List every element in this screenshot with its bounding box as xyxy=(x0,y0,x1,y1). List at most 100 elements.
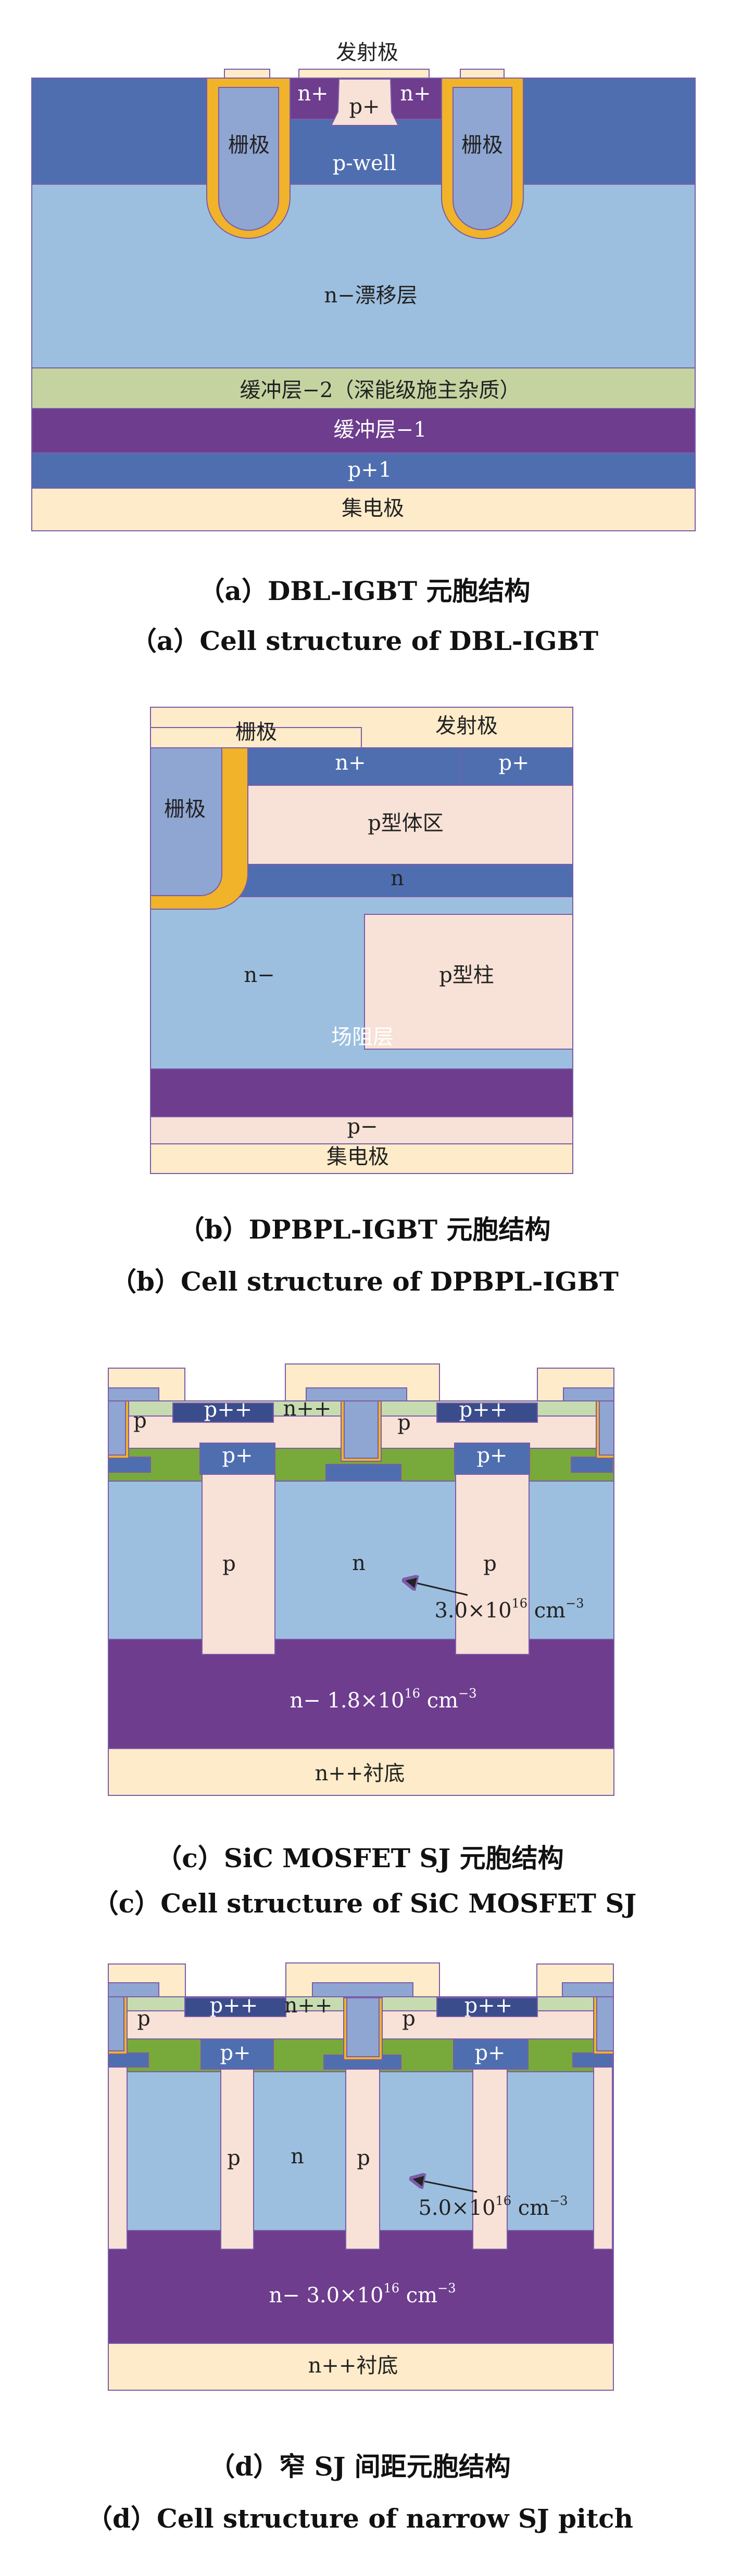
n-minus-layer xyxy=(108,1639,614,1749)
n-label: n xyxy=(291,2145,304,2169)
caption-b-cn: （b）DPBPL-IGBT 元胞结构 xyxy=(179,1214,551,1245)
gate-poly-right xyxy=(562,1982,614,1997)
emitter-label: 发射极 xyxy=(435,714,498,738)
caption-d-en: （d）Cell structure of narrow SJ pitch xyxy=(86,2503,633,2534)
p-plus-label: p+ xyxy=(349,95,380,119)
panel-a-dbl-igbt: 发射极 栅极 栅极 n+ p+ n+ p-well n−漂移层 缓冲层−2（深能… xyxy=(31,41,696,656)
p-plus-plus-left xyxy=(184,1997,286,2017)
panel-d-narrow-sj-pitch: p p++ n++ p p++ p+ p+ p n p 5.0×1016 cm−… xyxy=(86,1962,633,2534)
gate-poly-center xyxy=(312,1982,413,1997)
collector-label: 集电极 xyxy=(342,496,404,520)
p-plus-plus-left xyxy=(172,1402,274,1423)
arrow-annotation xyxy=(412,2179,477,2193)
trench-gate-right xyxy=(453,87,512,231)
trench-gate-left xyxy=(218,87,279,231)
buffer-2-label: 缓冲层−2（深能级施主杂质） xyxy=(240,378,521,402)
n-minus-doping-label: n− 1.8×1016 cm−3 xyxy=(290,1686,476,1713)
panel-c-sic-mosfet-sj: p p++ n++ p p++ p+ p+ p n p 3.0×1016 cm−… xyxy=(93,1363,636,1919)
substrate xyxy=(108,2343,614,2391)
p-body-label: p型体区 xyxy=(368,811,444,835)
drift-label: n−漂移层 xyxy=(324,284,417,308)
gate-top-label: 栅极 xyxy=(235,720,277,744)
n-doping-annotation: 5.0×1016 cm−3 xyxy=(418,2194,568,2221)
gate-label-right: 栅极 xyxy=(461,133,503,157)
p-plus-right-label: p+ xyxy=(476,1444,507,1468)
field-stop xyxy=(150,1068,573,1117)
p-plus-label: p+ xyxy=(498,751,529,775)
buffer-1 xyxy=(31,408,696,453)
gate-label-left: 栅极 xyxy=(228,133,270,157)
p-plus-plus-right xyxy=(436,1997,538,2017)
trench-poly-right xyxy=(596,1996,614,2051)
p-plus-left-label: p+ xyxy=(220,2041,250,2065)
p-pillar xyxy=(364,914,573,1050)
caption-a-en: （a）Cell structure of DBL-IGBT xyxy=(131,626,598,656)
n-block-left xyxy=(108,1457,151,1473)
p-plus-right xyxy=(453,2038,529,2070)
p-plus-plus-left-label: p++ xyxy=(210,1994,258,2018)
p-plus-left-label: p+ xyxy=(222,1444,253,1468)
gate-label: 栅极 xyxy=(164,797,206,821)
n-plus-plus-label: n++ xyxy=(283,1397,332,1421)
gate-pad-left xyxy=(224,69,270,79)
n-layer xyxy=(229,864,573,897)
pillar-left-label: p xyxy=(227,2146,241,2170)
trench-poly-right xyxy=(599,1400,614,1456)
trench-poly-left xyxy=(108,1996,124,2051)
p-minus-label: p− xyxy=(347,1115,378,1139)
emitter-label: 发射极 xyxy=(336,41,398,65)
p-plus-left xyxy=(200,2038,274,2070)
gate-poly-left xyxy=(108,1982,159,1997)
arrow-annotation xyxy=(405,1580,468,1596)
caption-c-en: （c）Cell structure of SiC MOSFET SJ xyxy=(93,1888,636,1919)
p-plus-plus-right-label: p++ xyxy=(459,1398,508,1422)
p-left-label: p xyxy=(133,1409,147,1433)
caption-c-cn: （c）SiC MOSFET SJ 元胞结构 xyxy=(156,1843,563,1873)
p-plus-plus-right-label: p++ xyxy=(464,1994,513,2018)
gate-poly-right xyxy=(563,1387,614,1401)
trench-gate xyxy=(150,747,222,896)
pillar-right-label: p xyxy=(357,2146,370,2170)
p-body xyxy=(247,785,573,865)
field-stop-label: 场阻层 xyxy=(331,1025,394,1049)
p-pillar-label: p型柱 xyxy=(439,963,494,987)
n-doping-annotation: 3.0×1016 cm−3 xyxy=(434,1596,584,1623)
gate-poly-left xyxy=(108,1387,159,1401)
caption-b-en: （b）Cell structure of DPBPL-IGBT xyxy=(110,1266,619,1297)
p-pillar-4 xyxy=(472,2069,508,2250)
p-pillar-right xyxy=(455,1474,530,1655)
collector xyxy=(150,1143,573,1174)
p-pillar-3 xyxy=(345,2069,380,2250)
trench-poly-center xyxy=(346,1997,380,2057)
p-mid-label: p xyxy=(397,1411,411,1435)
collector xyxy=(31,488,696,531)
n-plus-right-label: n+ xyxy=(400,82,431,106)
p-plus-plus-right xyxy=(436,1402,538,1423)
panel-b-dpbpl-igbt: 栅极 发射极 n+ p+ 栅极 p型体区 n n− p型柱 场阻层 p− 集电极… xyxy=(110,707,619,1297)
p-left-label: p xyxy=(137,2007,150,2031)
n-drift xyxy=(31,184,696,368)
p-plus-1-label: p+1 xyxy=(348,458,392,482)
p-plus-region xyxy=(330,79,399,126)
p-plus-right-label: p+ xyxy=(474,2041,505,2065)
p-pillar-2 xyxy=(220,2069,254,2250)
n-layer-label: n xyxy=(391,866,404,890)
p-minus-layer xyxy=(150,1116,573,1144)
p-plus-plus-left-label: p++ xyxy=(204,1398,253,1422)
n-plus-left-label: n+ xyxy=(297,82,328,106)
collector-label: 集电极 xyxy=(326,1145,389,1169)
p-mid-label: p xyxy=(402,2007,416,2031)
gate-strip xyxy=(150,727,362,748)
p-plus-left xyxy=(199,1443,275,1475)
p-pillar-1 xyxy=(108,2067,128,2250)
n-drift xyxy=(108,1481,614,1640)
p-plus-layer xyxy=(460,747,573,786)
caption-d-cn: （d）窄 SJ 间距元胞结构 xyxy=(209,2451,511,2482)
trench-poly-center xyxy=(344,1400,379,1459)
substrate-label: n++衬底 xyxy=(308,2354,398,2378)
pillar-left-label: p xyxy=(222,1552,236,1576)
p-pillar-left xyxy=(202,1474,275,1655)
caption-a-cn: （a）DBL-IGBT 元胞结构 xyxy=(199,576,531,606)
n-block-right xyxy=(572,2052,613,2068)
